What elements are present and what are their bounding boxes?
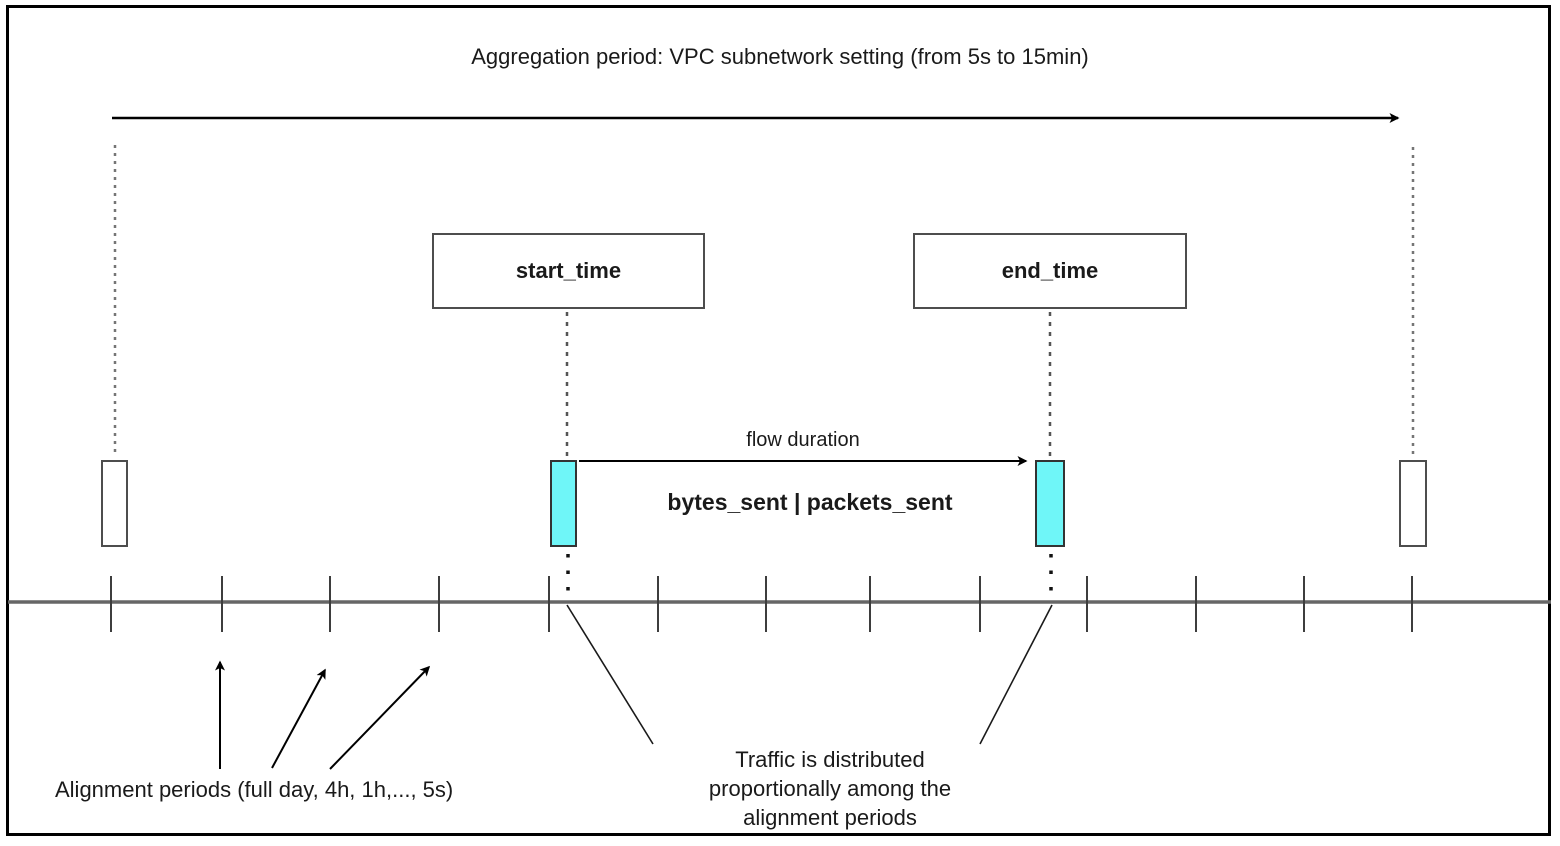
start-time-box: start_time <box>432 233 705 309</box>
left-empty-interval-rect <box>101 460 128 547</box>
traffic-note-line-2: proportionally among the <box>708 776 952 801</box>
diagram-outer-frame <box>6 5 1551 836</box>
timeline-ticks <box>110 576 1413 632</box>
alignment-pointer-arrow-2 <box>271 668 326 769</box>
traffic-note-line-3: alignment periods <box>743 805 917 830</box>
flow-metrics-label: bytes_sent | packets_sent <box>667 489 953 515</box>
right-empty-interval-rect <box>1399 460 1427 547</box>
alignment-periods-label: Alignment periods (full day, 4h, 1h,...,… <box>55 777 454 802</box>
flow-end-interval-rect <box>1035 460 1065 547</box>
traffic-note-left-callout-line <box>566 604 654 745</box>
diagram-title: Aggregation period: VPC subnetwork setti… <box>471 44 1089 69</box>
flow-start-interval-rect <box>550 460 577 547</box>
end-time-box: end_time <box>913 233 1187 309</box>
end-time-label: end_time <box>1001 258 1099 283</box>
start-time-label: start_time <box>515 258 622 283</box>
alignment-pointer-arrow-3 <box>329 665 431 770</box>
traffic-note-line-1: Traffic is distributed <box>735 747 925 772</box>
traffic-note-right-callout-line <box>979 604 1053 745</box>
flow-duration-label: flow duration <box>746 429 860 451</box>
traffic-distribution-note: Traffic is distributed proportionally am… <box>680 745 980 832</box>
